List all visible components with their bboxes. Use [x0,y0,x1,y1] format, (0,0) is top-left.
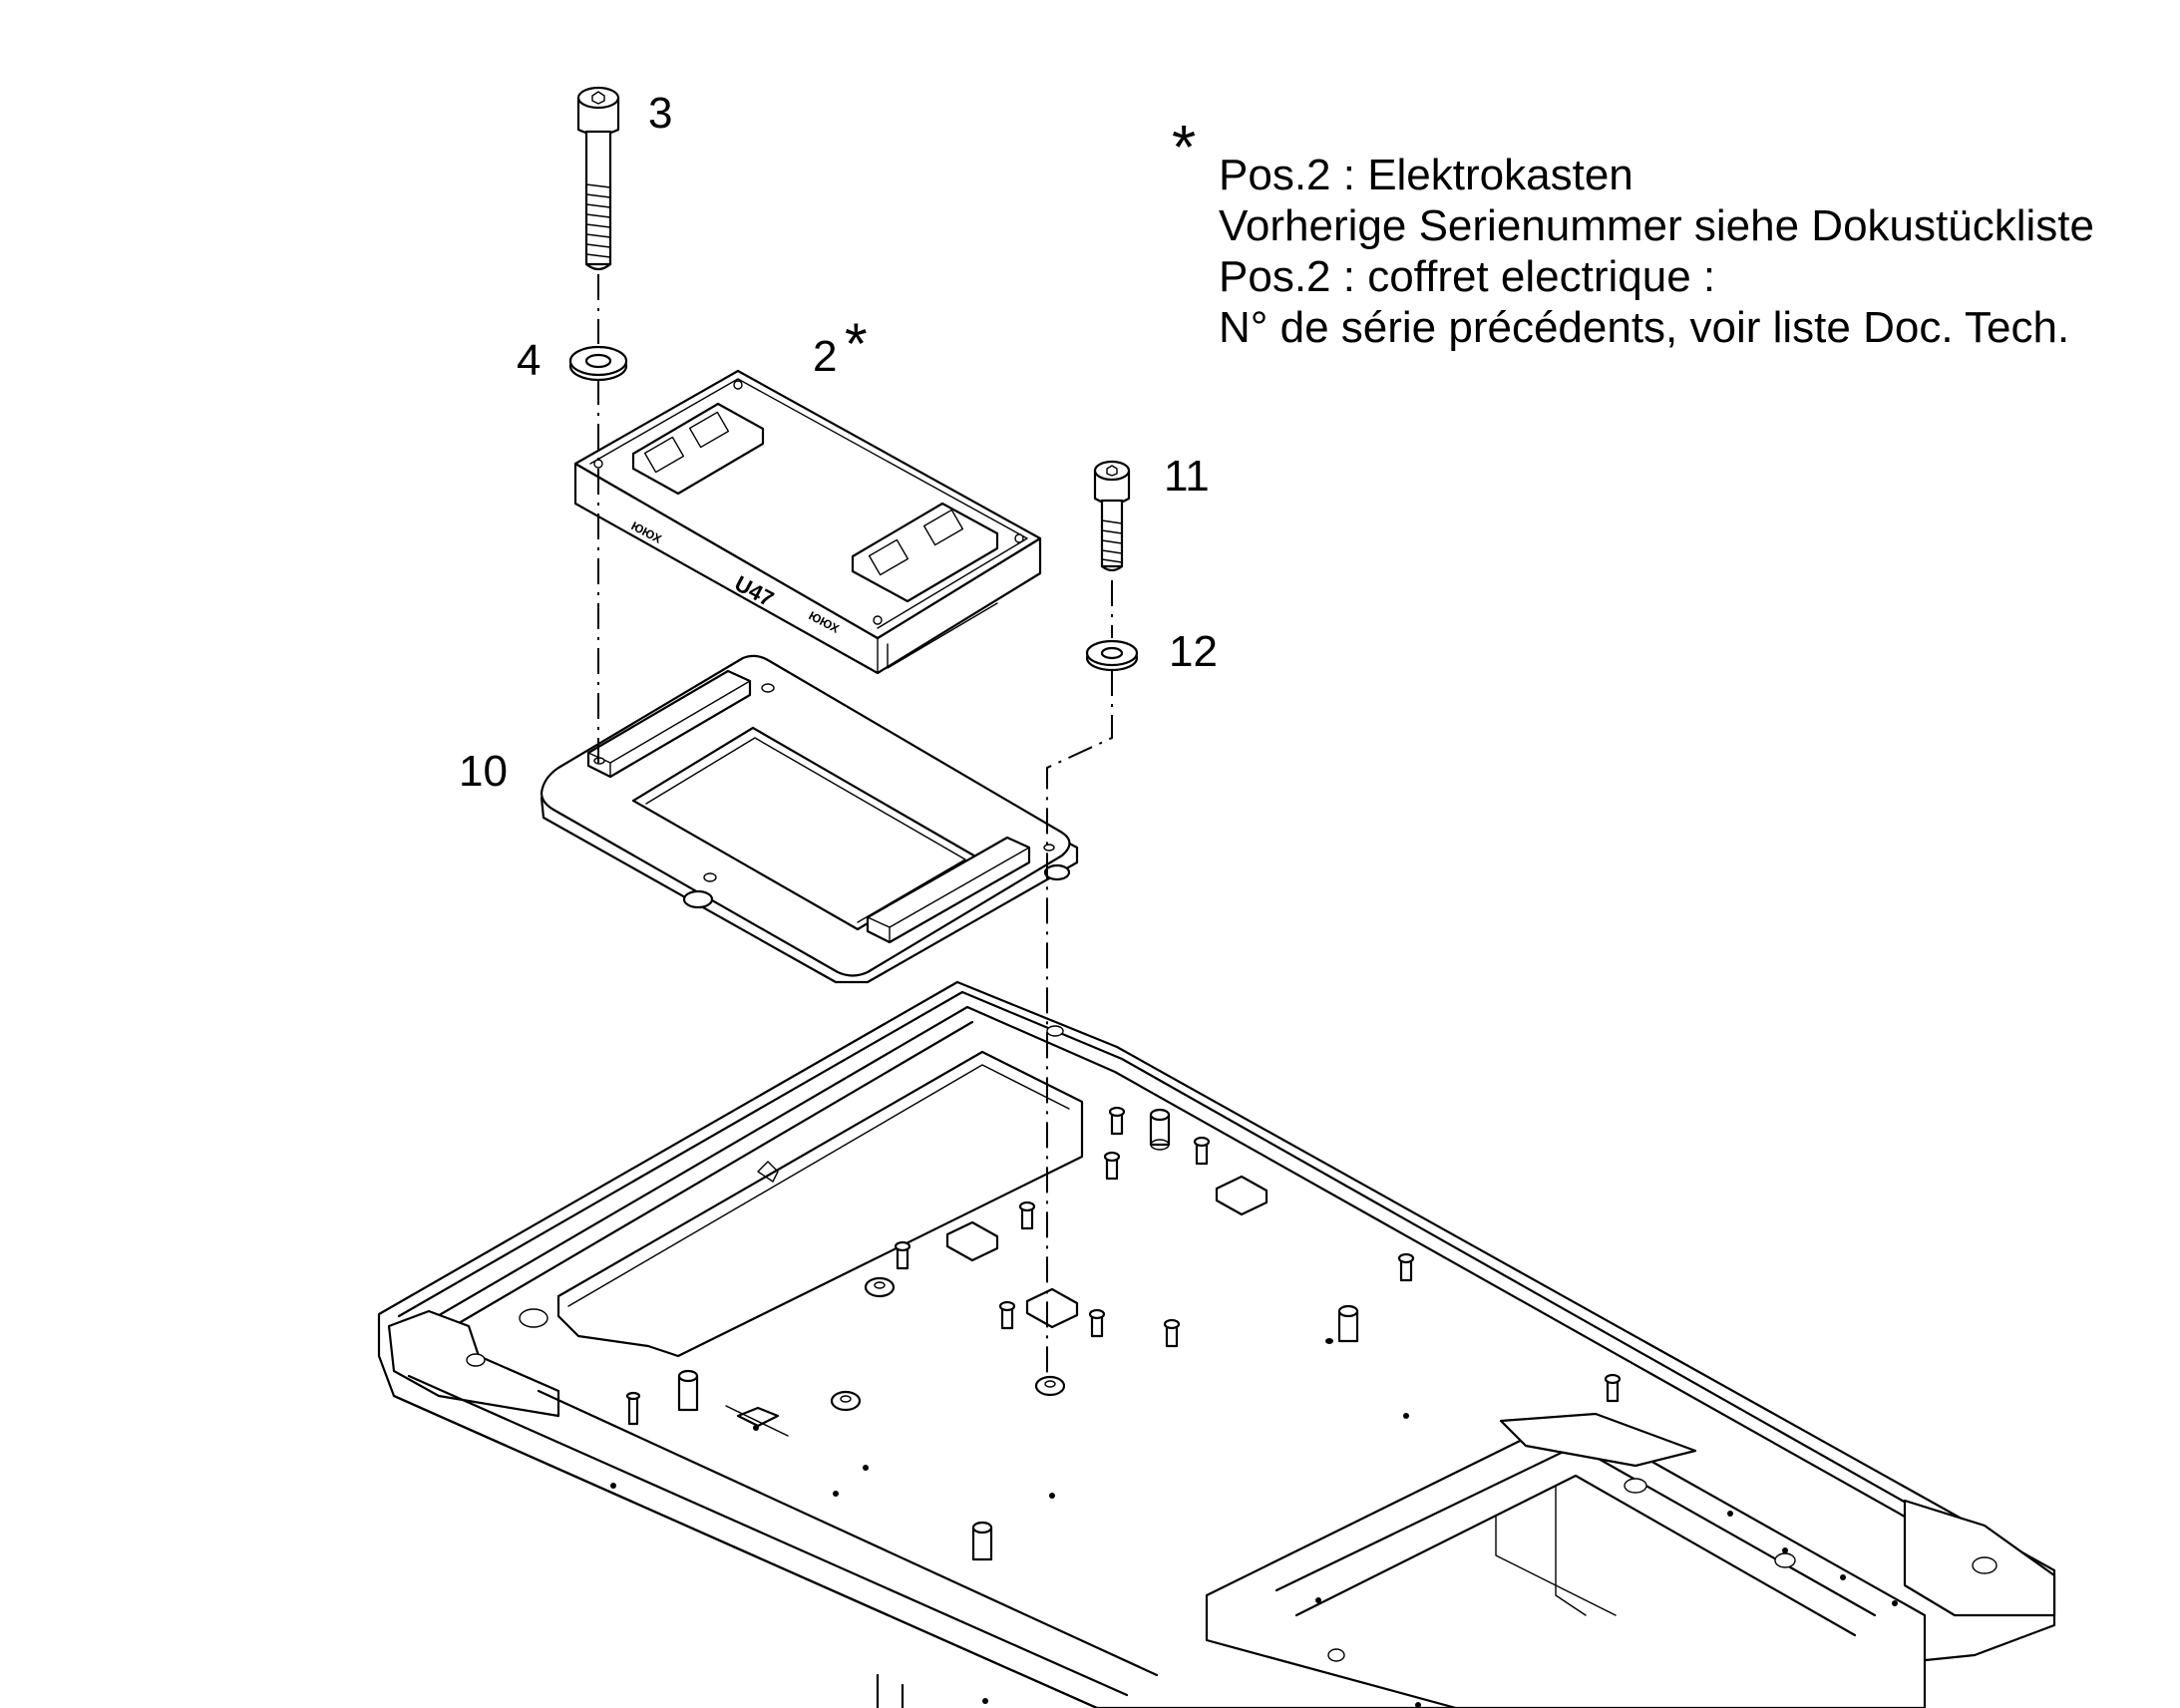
base-studs [625,1106,1622,1561]
callout-11: 11 [1164,452,1210,501]
assembly-centerlines [597,274,1113,1378]
callout-12: 12 [1169,627,1218,676]
callout-labels: 3 4 2 * 11 12 10 [459,89,1218,796]
note-line-1: Pos.2 : Elektrokasten [1219,151,1634,199]
callout-2-marker: * [845,312,868,377]
screw-11 [1093,460,1131,572]
electrical-box: U47 ЮЮХ ЮЮХ [573,369,1042,675]
callout-10: 10 [459,747,508,796]
note-block: Pos.2 : Elektrokasten Vorherige Serienum… [1219,150,2094,353]
callout-4: 4 [517,336,541,385]
washer-12 [1085,639,1139,672]
washer-4 [568,345,628,382]
callout-2: 2 [813,332,837,381]
note-line-4: N° de série précédents, voir liste Doc. … [1219,303,2070,352]
mounting-plate [540,654,1079,984]
screw-3 [576,86,620,271]
note-line-2: Vorherige Serienummer siehe Dokustücklis… [1219,201,2094,250]
base-frame [377,980,2056,1708]
note-marker: * [1172,114,1197,182]
note-line-3: Pos.2 : coffret electrique : [1219,252,1716,301]
callout-3: 3 [648,89,672,138]
